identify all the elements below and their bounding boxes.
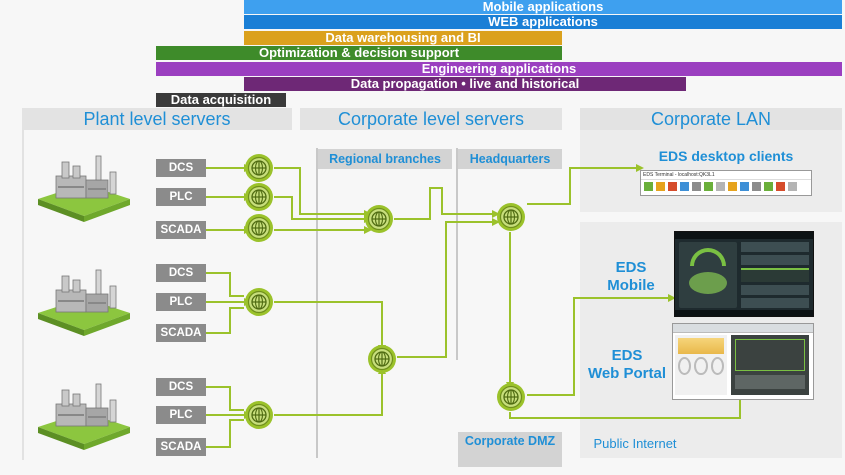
divider-line [22,130,24,460]
label-line: EDS [615,259,647,276]
mobile-list-panel [741,242,809,308]
server-node-icon [244,400,274,430]
toolbar-icon [644,182,653,191]
server-node-icon [244,182,274,212]
toolbar-icon [788,182,797,191]
portal-table [735,375,805,389]
device-scada: SCADA [156,438,206,456]
toolbar-icon [740,182,749,191]
toolbar-icon [776,182,785,191]
toolbar-icon [752,182,761,191]
hq-server-icon [496,202,526,232]
label-eds-mobile: EDS Mobile [596,259,666,295]
mobile-screenshot [674,231,814,317]
server-node-icon [244,213,274,243]
portal-header [673,324,813,333]
bar-data-propagation: Data propagation • live and historical [244,77,686,91]
gauge-icon [690,248,726,266]
bar-data-acquisition: Data acquisition [156,93,286,107]
regional-server-icon [364,204,394,234]
desktop-client-window: EDS Terminal - localhost:QK3L1 [640,170,812,196]
device-dcs: DCS [156,159,206,177]
toolbar-icon [764,182,773,191]
bar-engineering-applications: Engineering applications [156,62,842,76]
toolbar-icon [716,182,725,191]
sub-headquarters: Headquarters [458,149,562,169]
bar-web-applications: WEB applications [244,15,842,29]
device-dcs: DCS [156,378,206,396]
server-node-icon [244,287,274,317]
toolbar-icon [680,182,689,191]
section-corporate-lan: Corporate LAN [580,108,842,130]
sub-regional-branches: Regional branches [318,149,452,169]
gauge-icon [678,357,692,375]
section-corporate-level-servers: Corporate level servers [300,108,562,130]
section-plant-level-servers: Plant level servers [22,108,292,130]
toolbar-icon [704,182,713,191]
dmz-server-icon [496,382,526,412]
portal-chart-icon [678,338,724,354]
mobile-top-bar [675,232,813,239]
label-public-internet: Public Internet [593,436,677,451]
bar-data-warehousing: Data warehousing and BI [244,31,562,45]
portal-schematic [735,339,805,371]
list-row [741,242,809,252]
regional-server-icon [367,344,397,374]
label-line: EDS [611,347,643,364]
list-row [741,268,809,282]
label-line: Web Portal [587,365,667,382]
device-scada: SCADA [156,324,206,342]
divider-line [456,148,458,360]
device-plc: PLC [156,188,206,206]
toolbar-icon [668,182,677,191]
desktop-toolbar [641,180,811,193]
bar-mobile-applications: Mobile applications [244,0,842,14]
desktop-window-title: EDS Terminal - localhost:QK3L1 [641,171,811,180]
mobile-gauge-panel [679,242,737,308]
portal-left-panel [675,335,727,395]
gauge-icon [694,357,708,375]
bar-optimization: Optimization & decision support [156,46,562,60]
sub-corporate-dmz: Corporate DMZ [458,432,562,467]
list-row [741,255,809,265]
portal-main-panel [731,335,809,395]
device-scada: SCADA [156,221,206,239]
gauge-icon [710,357,724,375]
mobile-bottom-bar [675,310,813,316]
toolbar-icon [728,182,737,191]
label-eds-web-portal: EDS Web Portal [580,347,674,383]
label-eds-desktop-clients: EDS desktop clients [658,148,794,164]
plant-render-icon [689,272,727,294]
portal-gauges-icon [678,357,724,375]
server-node-icon [244,153,274,183]
device-plc: PLC [156,406,206,424]
list-row [741,298,809,308]
toolbar-icon [692,182,701,191]
device-dcs: DCS [156,264,206,282]
toolbar-icon [656,182,665,191]
device-plc: PLC [156,293,206,311]
web-portal-screenshot [672,323,814,400]
list-row [741,285,809,295]
label-line: Mobile [607,277,655,294]
